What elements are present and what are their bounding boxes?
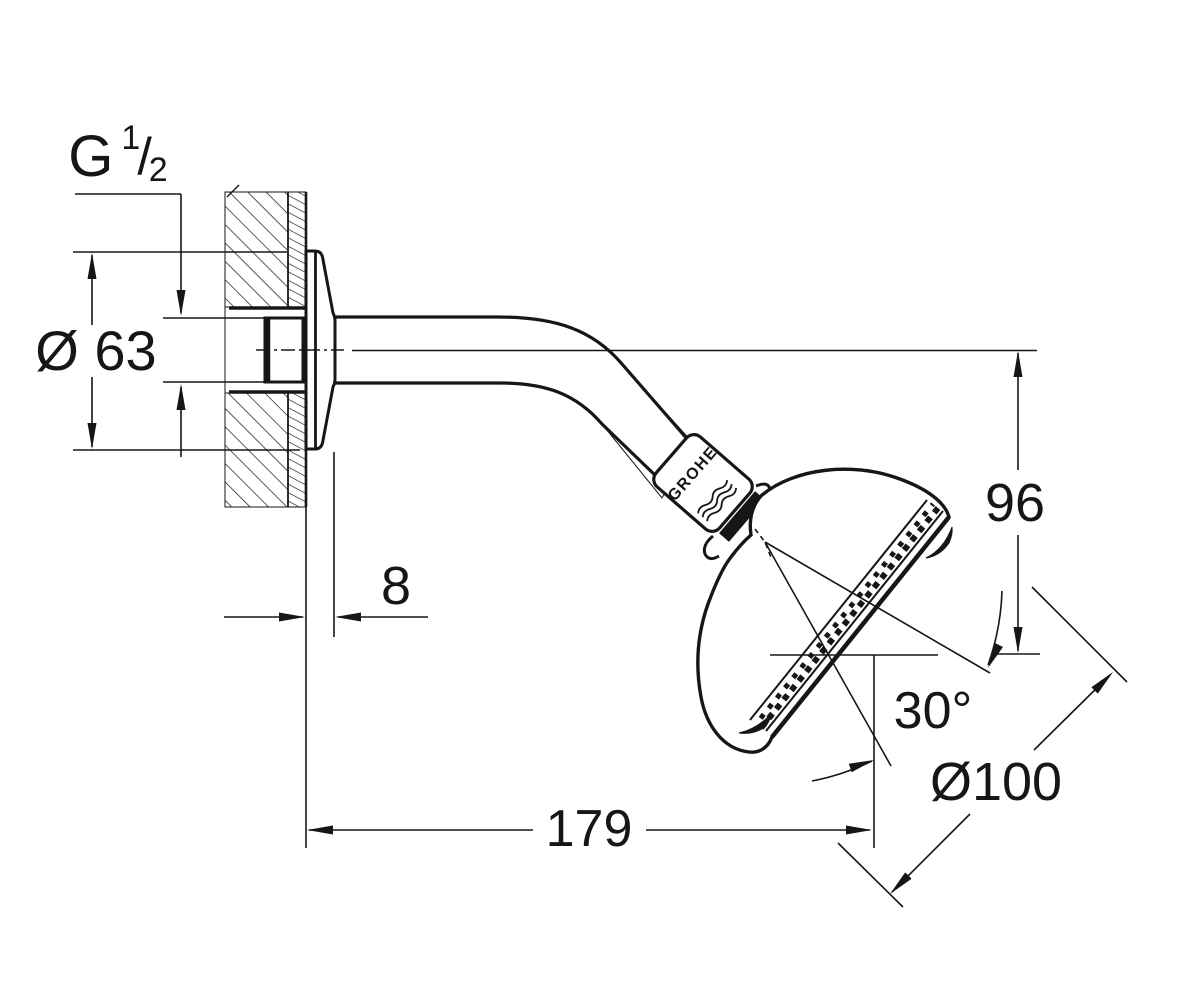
dim-label-flange-diameter: Ø 63 (35, 319, 157, 382)
dim-label-tilt-angle: 30° (893, 682, 973, 740)
thread-numerator: 1 (121, 119, 141, 157)
dim-label-wall-offset: 8 (380, 556, 412, 616)
dim-label-projection: 179 (545, 800, 633, 858)
dim-thread (75, 193, 264, 457)
dim-flange-diameter (73, 251, 300, 451)
ball-joint (652, 433, 754, 533)
dim-wall-offset (224, 452, 428, 848)
shower-head (696, 467, 953, 754)
thread-base: G (68, 124, 114, 189)
thread-denominator: 2 (148, 151, 168, 189)
dim-projection (307, 825, 872, 835)
rim-highlight-bottom (738, 712, 772, 734)
dim-head-drop (352, 349, 1040, 655)
dim-label-head-drop: 96 (984, 473, 1046, 533)
brand-waves-icon (697, 480, 737, 522)
dim-label-head-diameter: Ø100 (929, 752, 1063, 812)
shower-arm (334, 315, 693, 499)
thread-separator: / (137, 128, 152, 186)
mounting-flange (256, 249, 344, 451)
dim-head-diameter (837, 586, 1128, 908)
rim-highlight-top (925, 526, 953, 559)
spray-angle-lines (754, 528, 1003, 848)
